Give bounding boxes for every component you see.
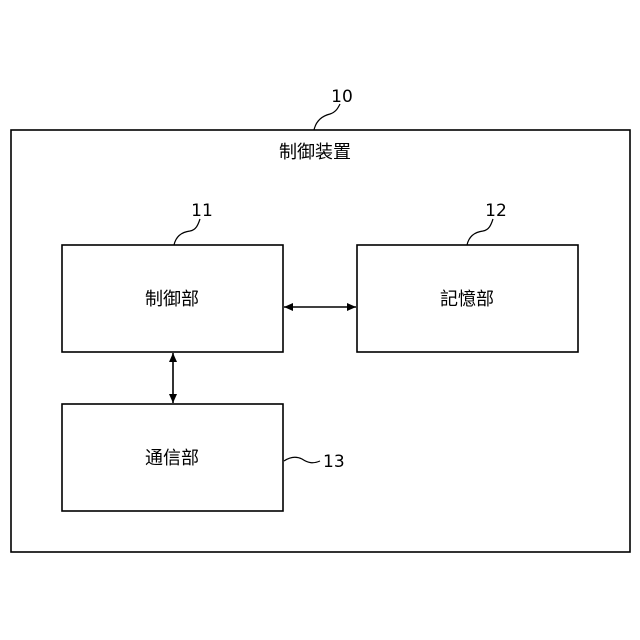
storage-unit-ref: 12 [485,201,507,221]
communication-unit-label: 通信部 [145,448,199,469]
control-unit-label: 制御部 [145,289,199,310]
control-device-ref-leader [314,104,340,130]
control-unit-ref: 11 [191,201,213,221]
communication-unit-ref: 13 [323,452,345,472]
control-device-title: 制御装置 [279,142,351,163]
storage-unit-label: 記憶部 [440,289,494,310]
control-device-ref: 10 [331,87,353,107]
